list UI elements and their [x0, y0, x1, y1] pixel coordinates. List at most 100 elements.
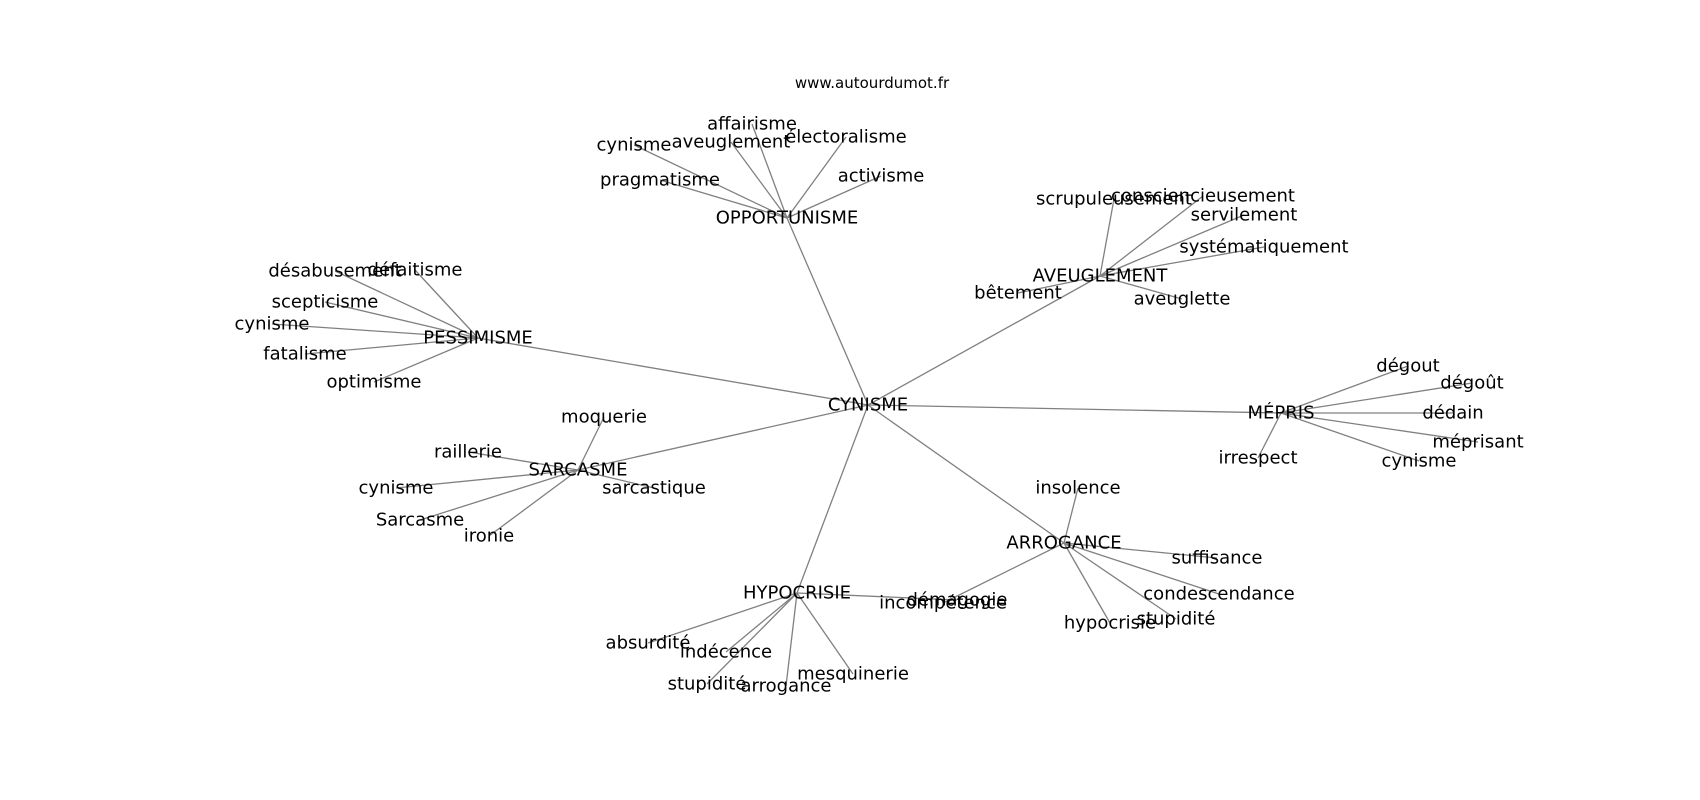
edge-sarcasme-leaf-4 [419, 469, 579, 521]
leaf-node-arrogance-1[interactable]: suffisance [1172, 548, 1263, 569]
edge-pessimisme-leaf-2 [324, 301, 479, 339]
leaf-node-opportunisme-0[interactable]: affairisme [707, 114, 797, 135]
edge-aveuglement-leaf-0 [1099, 198, 1115, 277]
leaf-node-arrogance-5[interactable]: incompétence [879, 593, 1007, 614]
graph-labels: www.autourdumot.fr CYNISME OPPORTUNISME af… [235, 74, 1524, 697]
leaf-node-pessimisme-3[interactable]: cynisme [235, 314, 310, 335]
leaf-node-hypocrisie-4[interactable]: arrogance [741, 676, 832, 697]
leaf-node-arrogance-0[interactable]: insolence [1035, 478, 1120, 499]
edge-arrogance-leaf-5 [942, 542, 1065, 604]
edge-pessimisme-leaf-3 [271, 323, 479, 339]
leaf-node-aveuglement-3[interactable]: systématiquement [1179, 237, 1348, 258]
leaf-node-hypocrisie-2[interactable]: indécence [680, 642, 772, 663]
edge-arrogance-leaf-2 [1063, 542, 1220, 595]
leaf-node-arrogance-3[interactable]: stupidité [1137, 609, 1216, 630]
leaf-node-aveuglement-5[interactable]: aveuglette [1134, 289, 1231, 310]
leaf-node-hypocrisie-0[interactable]: démagogie [906, 590, 1007, 611]
leaf-node-sarcasme-2[interactable]: cynisme [359, 478, 434, 499]
leaf-node-aveuglement-4[interactable]: bêtement [974, 283, 1062, 304]
leaf-node-mepris-5[interactable]: cynisme [1382, 451, 1457, 472]
hub-node-opportunisme[interactable]: OPPORTUNISME [716, 208, 859, 229]
edge-center-aveuglement [867, 275, 1101, 406]
edge-aveuglement-leaf-5 [1099, 275, 1183, 300]
leaf-node-pessimisme-0[interactable]: désabusement [268, 261, 401, 282]
leaf-node-hypocrisie-3[interactable]: stupidité [668, 674, 747, 695]
leaf-node-aveuglement-0[interactable]: scrupuleusement [1036, 189, 1192, 210]
edge-center-arrogance [867, 404, 1065, 544]
hub-node-sarcasme[interactable]: SARCASME [529, 460, 628, 481]
edge-opportunisme-leaf-2 [730, 141, 788, 219]
edge-arrogance-leaf-1 [1063, 542, 1218, 559]
edge-hypocrisie-leaf-5 [796, 592, 854, 675]
edge-hypocrisie-leaf-3 [706, 592, 798, 685]
edge-hypocrisie-leaf-2 [725, 592, 798, 653]
hub-node-hypocrisie[interactable]: HYPOCRISIE [743, 583, 851, 604]
edge-mepris-leaf-3 [1280, 412, 1479, 443]
edge-sarcasme-leaf-5 [488, 469, 579, 537]
leaf-node-mepris-0[interactable]: dégout [1376, 356, 1439, 377]
edge-mepris-leaf-0 [1280, 365, 1409, 414]
edge-opportunisme-leaf-3 [786, 136, 847, 219]
edge-hypocrisie-leaf-0 [796, 592, 958, 601]
edge-sarcasme-leaf-3 [577, 469, 655, 489]
leaf-node-opportunisme-3[interactable]: électoralisme [785, 127, 907, 148]
leaf-node-opportunisme-1[interactable]: cynisme [597, 135, 672, 156]
leaf-node-pessimisme-2[interactable]: scepticisme [272, 292, 379, 313]
edge-center-pessimisme [477, 337, 869, 406]
edge-center-sarcasme [577, 404, 869, 471]
hub-node-aveuglement[interactable]: AVEUGLEMENT [1033, 266, 1169, 287]
leaf-node-aveuglement-1[interactable]: consciencieusement [1111, 186, 1295, 207]
leaf-node-mepris-2[interactable]: dédain [1422, 403, 1483, 424]
edge-opportunisme-leaf-4 [786, 175, 882, 219]
edge-hypocrisie-leaf-4 [785, 592, 798, 687]
edge-mepris-leaf-5 [1280, 412, 1420, 462]
source-label: www.autourdumot.fr [795, 74, 950, 92]
leaf-node-opportunisme-4[interactable]: activisme [838, 166, 925, 187]
leaf-node-mepris-3[interactable]: méprisant [1432, 432, 1523, 453]
hub-node-arrogance[interactable]: ARROGANCE [1006, 533, 1121, 554]
leaf-node-mepris-4[interactable]: irrespect [1219, 448, 1298, 469]
edge-sarcasme-leaf-2 [395, 469, 579, 489]
leaf-node-sarcasme-0[interactable]: moquerie [561, 407, 647, 428]
graph-edges [271, 123, 1479, 687]
edge-arrogance-leaf-3 [1063, 542, 1177, 620]
edge-center-opportunisme [786, 217, 869, 406]
leaf-node-arrogance-2[interactable]: condescendance [1143, 584, 1294, 605]
hub-node-mepris[interactable]: MÉPRIS [1248, 402, 1315, 424]
edge-opportunisme-leaf-5 [659, 179, 788, 219]
edge-pessimisme-leaf-1 [414, 269, 479, 339]
leaf-node-hypocrisie-1[interactable]: absurdité [606, 633, 691, 654]
leaf-node-hypocrisie-5[interactable]: mesquinerie [797, 664, 909, 685]
hub-node-pessimisme[interactable]: PESSIMISME [423, 328, 533, 349]
edge-sarcasme-leaf-0 [577, 416, 605, 471]
edge-hypocrisie-leaf-1 [647, 592, 798, 644]
leaf-node-opportunisme-5[interactable]: pragmatisme [600, 170, 720, 191]
edge-sarcasme-leaf-1 [467, 451, 579, 471]
edge-pessimisme-leaf-0 [334, 270, 479, 339]
leaf-node-pessimisme-5[interactable]: optimisme [326, 372, 421, 393]
leaf-node-sarcasme-1[interactable]: raillerie [434, 442, 502, 463]
leaf-node-arrogance-4[interactable]: hypocrisie [1064, 613, 1156, 634]
edge-aveuglement-leaf-3 [1099, 246, 1265, 277]
edge-aveuglement-leaf-2 [1099, 214, 1245, 277]
leaf-node-sarcasme-3[interactable]: sarcastique [602, 478, 706, 499]
edge-pessimisme-leaf-5 [373, 337, 479, 383]
edge-aveuglement-leaf-1 [1099, 195, 1204, 277]
leaf-node-mepris-1[interactable]: dégoût [1440, 373, 1503, 394]
leaf-node-sarcasme-4[interactable]: Sarcasme [376, 510, 464, 531]
leaf-node-pessimisme-1[interactable]: défaitisme [368, 260, 463, 281]
leaf-node-opportunisme-2[interactable]: aveuglement [672, 132, 791, 153]
edge-pessimisme-leaf-4 [304, 337, 479, 355]
leaf-node-aveuglement-2[interactable]: servilement [1191, 205, 1298, 226]
edge-opportunisme-leaf-1 [633, 144, 788, 219]
edge-center-mepris [867, 404, 1282, 414]
edge-mepris-leaf-1 [1280, 382, 1473, 414]
leaf-node-pessimisme-4[interactable]: fatalisme [263, 344, 346, 365]
edge-arrogance-leaf-4 [1063, 542, 1111, 624]
leaf-node-sarcasme-5[interactable]: ironie [464, 526, 515, 547]
edge-arrogance-leaf-0 [1063, 487, 1079, 544]
edge-center-hypocrisie [796, 404, 869, 594]
edge-aveuglement-leaf-4 [1017, 275, 1101, 294]
center-node-label[interactable]: CYNISME [828, 395, 908, 416]
